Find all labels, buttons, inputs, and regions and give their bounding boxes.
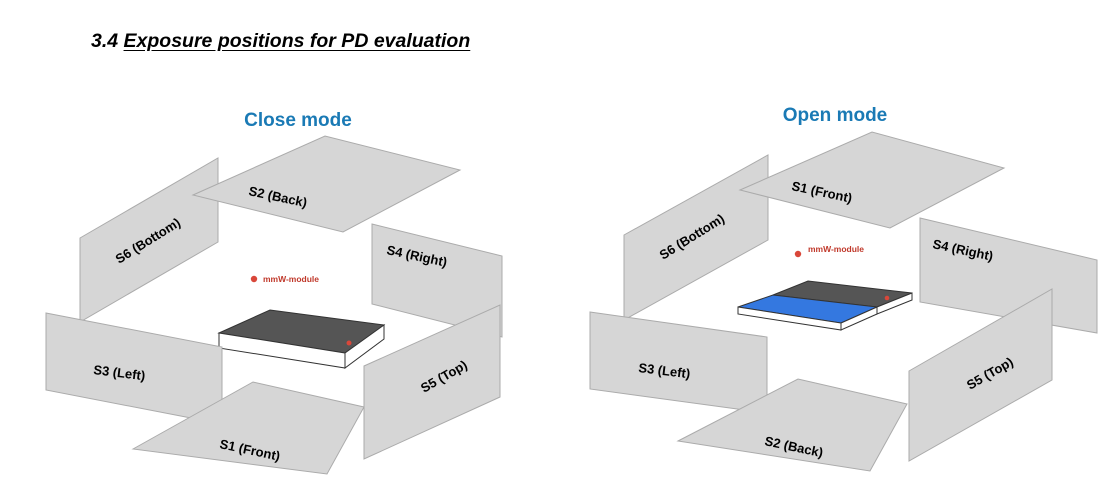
open-module-label: mmW-module — [808, 244, 864, 254]
open-surface-s2-panel — [676, 378, 908, 472]
close-surface-s6-panel — [79, 157, 219, 323]
open-device-module-marker — [884, 295, 890, 301]
close-device-right-face — [344, 324, 385, 369]
open-device-side-face — [876, 292, 913, 315]
open-surface-s6-panel — [623, 154, 769, 321]
close-surface-s2-panel — [191, 135, 462, 233]
open-surface-s5-panel — [908, 288, 1053, 462]
close-device-module-marker — [346, 340, 352, 346]
close-module-label: mmW-module — [263, 274, 319, 284]
open-surface-s3-panel — [589, 311, 768, 414]
section-heading: 3.4 Exposure positions for PD evaluation — [91, 30, 470, 53]
close-mode-title: Close mode — [244, 110, 352, 131]
open-module-dot — [794, 250, 802, 258]
open-mode-title: Open mode — [783, 105, 888, 126]
open-mode-figure: Open mode mmW-module S1 (Front) S6 (Bott… — [589, 105, 1098, 472]
close-device — [217, 309, 386, 369]
open-device — [737, 280, 913, 331]
section-number: 3.4 — [91, 30, 119, 52]
close-surface-s5-panel — [363, 304, 501, 460]
open-surface-s4-panel — [919, 217, 1098, 334]
section-title: Exposure positions for PD evaluation — [123, 30, 471, 52]
close-surface-s4-panel — [371, 223, 503, 338]
close-module-dot — [250, 275, 258, 283]
open-surface-s3-label: S3 (Left) — [638, 360, 691, 381]
open-surface-s1-panel — [738, 131, 1006, 229]
close-surface-s3-label: S3 (Left) — [93, 362, 146, 383]
close-mode-figure: Close mode mmW-module S2 (Back) S6 (Bott… — [45, 110, 503, 475]
